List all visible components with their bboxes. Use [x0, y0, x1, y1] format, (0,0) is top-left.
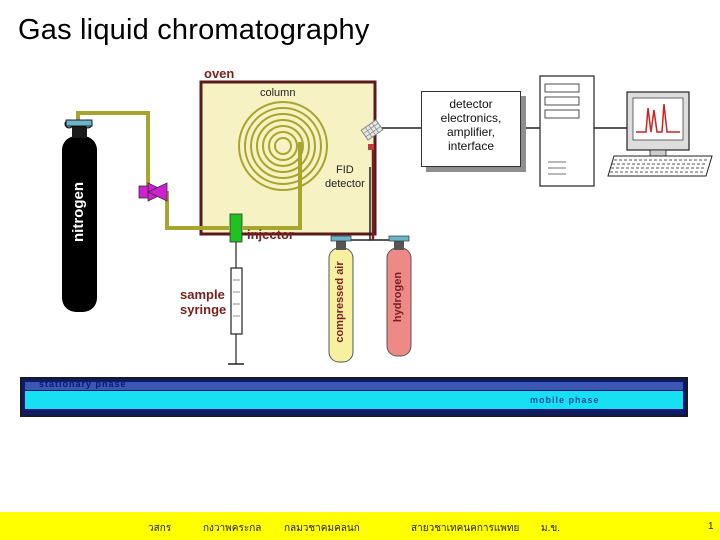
footer-text: กงวาพคระกล: [203, 523, 262, 534]
stationary-phase-label: stationary phase: [39, 379, 127, 389]
detector-box-line: detector: [449, 97, 493, 111]
footer-text: กลมวชาคมคลนก: [284, 523, 360, 534]
nitrogen-cylinder-icon: [62, 119, 97, 312]
column-label: column: [260, 87, 296, 99]
detector-electronics-box: detector electronics, amplifier, interfa…: [421, 91, 521, 167]
footer-text: ม.ข.: [541, 523, 560, 534]
oven-grid-icon: [360, 119, 384, 141]
syringe-icon: [228, 242, 244, 365]
hydrogen-label: hydrogen: [392, 271, 404, 323]
computer-tower-icon: [539, 75, 595, 187]
mobile-phase-band: mobile phase: [25, 391, 683, 409]
phase-diagram: stationary phase mobile phase: [20, 377, 688, 417]
sample-label: sample: [180, 287, 225, 302]
fid-tip: [368, 144, 374, 150]
valve-icon: [138, 182, 168, 202]
compressed-air-cylinder-icon: [328, 235, 354, 363]
oven-label: oven: [204, 66, 235, 81]
footer-text: วสกร: [148, 523, 172, 534]
injector-block: [229, 213, 243, 243]
hydrogen-cylinder-icon: [386, 235, 412, 357]
column-coil: [238, 101, 328, 191]
stationary-phase-band: stationary phase: [25, 379, 683, 390]
detector-box-line: amplifier,: [446, 125, 496, 139]
keyboard-icon: [607, 155, 713, 177]
page-title: Gas liquid chromatography: [18, 14, 370, 46]
syringe-label: syringe: [180, 302, 227, 317]
nitrogen-label: nitrogen: [70, 182, 87, 242]
injector-label: injector: [247, 227, 294, 242]
monitor-icon: [626, 91, 690, 157]
footer-bar: วสกร กงวาพคระกล กลมวชาคมคลนก สายวชาเทคนค…: [0, 512, 720, 540]
detector-box-line: interface: [447, 139, 495, 153]
page-number: 1: [708, 521, 714, 532]
compressed-air-label: compressed air: [334, 261, 346, 343]
detector-label: detector: [325, 178, 365, 190]
mobile-phase-label: mobile phase: [530, 395, 600, 405]
footer-text: สายวชาเทคนคการแพทย: [411, 523, 520, 534]
detector-box-line: electronics,: [440, 111, 502, 125]
fid-label: FID: [336, 164, 354, 176]
